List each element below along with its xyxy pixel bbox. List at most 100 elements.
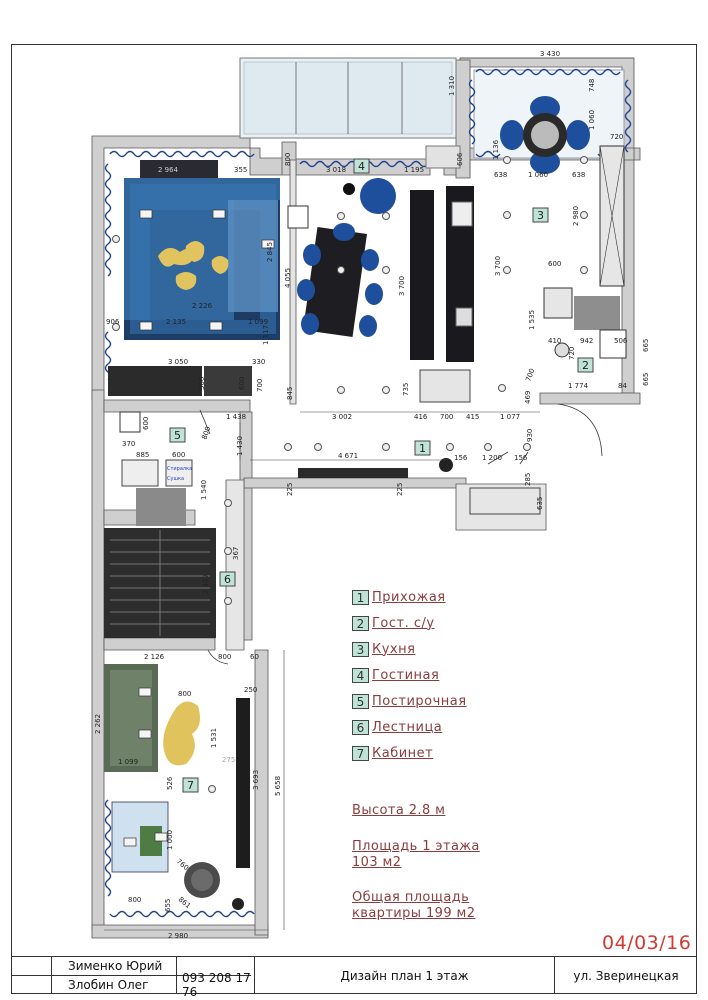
dim-700b: 700 — [440, 413, 453, 421]
ceiling-lights — [112, 156, 588, 793]
dim-526: 526 — [166, 776, 174, 790]
dim-800b: 800 — [218, 653, 231, 661]
dim-748: 748 — [588, 79, 596, 92]
dim-285: 285 — [524, 473, 532, 486]
dim-3693: 3 693 — [252, 770, 260, 790]
dim-275: 275 — [222, 756, 235, 764]
legend-label: Кухня — [372, 641, 416, 657]
laundry-sign-dryer: Сушка — [167, 476, 184, 482]
dim-1535: 1 535 — [528, 310, 536, 330]
dim-1060b: 1 060 — [528, 171, 548, 179]
dim-1531: 1 531 — [210, 728, 218, 748]
legend-row: 4 Гостиная — [352, 662, 467, 688]
dining-kitchen-furniture — [287, 145, 474, 403]
dim-60: 60 — [250, 653, 259, 661]
dim-370: 370 — [122, 440, 135, 448]
dim-500: 500 — [198, 377, 206, 390]
dim-600c: 600 — [142, 417, 150, 430]
dim-225b: 225 — [396, 483, 404, 496]
legend-number: 4 — [352, 667, 369, 683]
dim-2226: 2 226 — [192, 302, 213, 310]
title-block-divider — [11, 975, 251, 976]
legend-label: Кабинет — [372, 745, 434, 761]
drawing-sheet-frame — [11, 44, 697, 994]
dim-506: 506 — [614, 337, 628, 345]
walls — [91, 57, 641, 939]
kitchen-round-table — [500, 96, 625, 330]
dim-250: 250 — [244, 686, 257, 694]
dim-930: 930 — [526, 429, 534, 442]
total-area-line1: Общая площадь — [352, 890, 470, 905]
dim-635: 635 — [536, 497, 544, 510]
dim-700c: 700 — [524, 367, 536, 382]
dim-1195: 1 195 — [404, 166, 424, 174]
floor-area-line2: 103 м2 — [352, 855, 402, 870]
dim-665b: 665 — [642, 373, 650, 386]
office-furniture — [104, 664, 250, 910]
legend-label: Прихожая — [372, 589, 446, 605]
dim-1099a: 1 099 — [248, 318, 268, 326]
dim-1540: 1 540 — [200, 480, 208, 500]
dim-2980a: 2 980 — [572, 206, 580, 226]
legend-number: 1 — [352, 589, 369, 605]
dim-720: 720 — [610, 133, 623, 141]
laundry-sign-washer: Стиралка — [167, 466, 192, 472]
dim-3018: 3 018 — [326, 166, 346, 174]
dim-2262: 2 262 — [94, 714, 102, 734]
dim-1077: 1 077 — [500, 413, 520, 421]
dim-355: 355 — [234, 166, 247, 174]
dim-4055: 4 055 — [284, 268, 292, 288]
legend-label: Гост. с/у — [372, 615, 435, 631]
dim-2407: 2 407 — [202, 574, 210, 594]
legend-label: Постирочная — [372, 693, 467, 709]
dim-3430: 3 430 — [540, 50, 560, 58]
title-block: Зименко Юрий Злобин Олег 093 208 17 76 Д… — [11, 956, 697, 999]
legend-row: 2 Гост. с/у — [352, 610, 467, 636]
dim-2964: 2 964 — [158, 166, 179, 174]
svg-text:2: 2 — [582, 359, 589, 372]
dim-885: 885 — [136, 451, 149, 459]
dim-1438: 1 438 — [226, 413, 246, 421]
address: ул. Зверинецкая — [554, 957, 697, 994]
drawing-title: Дизайн план 1 этаж — [254, 957, 554, 994]
room-tags: 4 3 2 1 5 6 7 — [169, 158, 594, 793]
dim-3002: 3 002 — [332, 413, 352, 421]
total-area-line2: квартиры 199 м2 — [352, 906, 476, 921]
dim-906: 906 — [106, 318, 120, 326]
dim-1430: 1 430 — [236, 436, 244, 456]
dim-845: 845 — [286, 387, 294, 400]
dim-606: 606 — [456, 152, 464, 166]
legend-row: 6 Лестница — [352, 714, 467, 740]
legend-row: 3 Кухня — [352, 636, 467, 662]
dim-367: 367 — [232, 547, 240, 560]
drawing-date: 04/03/16 — [602, 932, 692, 954]
dim-330: 330 — [252, 358, 265, 366]
dim-638a: 638 — [494, 171, 507, 179]
dim-1774: 1 774 — [568, 382, 589, 390]
floor-area-line1: Площадь 1 этажа — [352, 839, 480, 854]
dim-156b: 156 — [514, 454, 528, 462]
dim-800d: 800 — [128, 896, 141, 904]
dim-410: 410 — [548, 337, 561, 345]
svg-text:3: 3 — [537, 209, 544, 222]
svg-text:4: 4 — [358, 160, 365, 173]
dim-1117: 1 117 — [262, 325, 270, 345]
dim-416: 416 — [414, 413, 428, 421]
dim-942: 942 — [580, 337, 593, 345]
dim-469: 469 — [524, 391, 532, 404]
dim-3050: 3 050 — [168, 358, 188, 366]
dim-1060a: 1 060 — [588, 110, 596, 130]
dim-600b: 600 — [238, 377, 246, 390]
ceiling-height-note: Высота 2.8 м — [352, 803, 446, 818]
svg-text:7: 7 — [187, 779, 194, 792]
svg-text:1: 1 — [419, 442, 426, 455]
legend-label: Лестница — [372, 719, 443, 735]
dim-3700b: 3 700 — [494, 256, 502, 276]
phone-number: 093 208 17 76 — [176, 971, 254, 999]
dim-355b: 800 — [284, 153, 292, 166]
legend-number: 6 — [352, 719, 369, 735]
legend-row: 5 Постирочная — [352, 688, 467, 714]
svg-text:5: 5 — [174, 429, 181, 442]
legend-label: Гостиная — [372, 667, 440, 683]
